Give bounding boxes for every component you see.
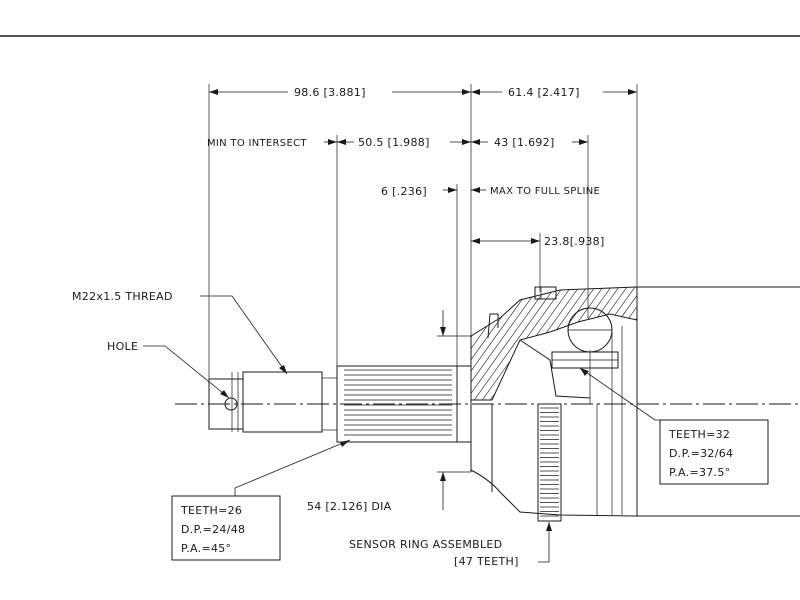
- section-hatch-line: [523, 287, 625, 400]
- cotter-hole-icon: [224, 397, 238, 411]
- inner-spline-pa: P.A.=37.5°: [669, 466, 730, 479]
- section-hatch-line: [471, 287, 529, 400]
- section-hatch-line: [676, 280, 776, 420]
- section-hatch-line: [471, 287, 505, 400]
- shaft-thread-end: [208, 371, 337, 433]
- section-hatch-line: [316, 280, 416, 420]
- abs-sensor-ring: [537, 403, 562, 522]
- section-hatch-line: [507, 287, 609, 400]
- section-hatch-line: [796, 280, 800, 420]
- spline-length-dimension: 43 [1.692]: [494, 136, 555, 149]
- section-hatch-line: [324, 280, 424, 420]
- section-hatch-line: [292, 280, 392, 420]
- outer-spline-teeth: TEETH=26: [180, 504, 242, 517]
- section-hatch-line: [471, 287, 513, 400]
- section-hatch-line: [555, 287, 637, 400]
- section-hatch-line: [356, 280, 456, 420]
- section-hatch-line: [708, 280, 800, 420]
- section-hatch-line: [471, 287, 489, 400]
- inner-spline-dp: D.P.=32/64: [669, 447, 733, 460]
- section-hatch-line: [780, 280, 800, 420]
- section-hatch-line: [471, 287, 553, 400]
- section-hatch-line: [348, 280, 448, 420]
- section-hatch-line: [611, 287, 637, 400]
- section-hatch-line: [471, 287, 481, 400]
- section-hatch-line: [308, 280, 408, 420]
- section-hatch-line: [471, 287, 561, 400]
- section-hatch-line: [668, 280, 768, 420]
- section-hatch-line: [340, 280, 440, 420]
- hole-callout: HOLE: [107, 340, 230, 399]
- section-hatch-line: [475, 287, 577, 400]
- section-hatch-line: [471, 287, 537, 400]
- section-hatch-line: [300, 280, 400, 420]
- section-hatch-line: [692, 280, 792, 420]
- outer-spline-dp: D.P.=24/48: [181, 523, 245, 536]
- inner-spline-teeth: TEETH=32: [668, 428, 730, 441]
- section-hatch-line: [772, 280, 800, 420]
- section-hatch-line: [619, 287, 637, 400]
- section-hatch-line: [471, 287, 521, 400]
- min-to-intersect-dimension: 50.5 [1.988]: [358, 136, 430, 149]
- section-hatch-line: [700, 280, 800, 420]
- section-hatch-line: [471, 287, 569, 400]
- section-hatch-line: [364, 280, 464, 420]
- section-hatch-line: [732, 280, 800, 420]
- sensor-ring-callout: SENSOR RING ASSEMBLED [47 TEETH]: [349, 522, 552, 568]
- thread-label: M22x1.5 THREAD: [72, 290, 173, 303]
- hole-label: HOLE: [107, 340, 138, 353]
- shoulder-dimension: 6 [.236]: [381, 185, 427, 198]
- sensor-ring-label: SENSOR RING ASSEMBLED: [349, 538, 502, 551]
- dimension-intersect: MIN TO INTERSECT 50.5 [1.988] 43 [1.692]: [207, 136, 588, 149]
- section-hatch-line: [603, 287, 637, 400]
- section-hatch-line: [260, 280, 360, 420]
- section-hatch-line: [587, 287, 637, 400]
- diameter-dimension: 54 [2.126] DIA: [307, 500, 392, 513]
- section-hatch-line: [579, 287, 637, 400]
- section-hatch-line: [716, 280, 800, 420]
- section-hatch-line: [483, 287, 585, 400]
- section-hatch-line: [284, 280, 384, 420]
- section-hatch-line: [595, 287, 637, 400]
- section-hatch-line: [684, 280, 784, 420]
- outer-spline-shaft: [336, 365, 458, 443]
- overall-right-dimension: 61.4 [2.417]: [508, 86, 580, 99]
- section-hatch-line: [764, 280, 800, 420]
- outer-spline-spec-box: TEETH=26 D.P.=24/48 P.A.=45°: [171, 439, 351, 561]
- outer-spline-pa: P.A.=45°: [181, 542, 231, 555]
- section-hatch-line: [268, 280, 368, 420]
- section-hatch-line: [724, 280, 800, 420]
- diameter-callout: 54 [2.126] DIA: [307, 310, 471, 513]
- housing-depth-dimension: 23.8[.938]: [544, 235, 605, 248]
- dimension-housing-depth: 23.8[.938]: [471, 235, 605, 248]
- overall-left-dimension: 98.6 [3.881]: [294, 86, 366, 99]
- max-to-full-spline-label: MAX TO FULL SPLINE: [490, 186, 600, 197]
- section-hatch-line: [740, 280, 800, 420]
- section-hatch-line: [788, 280, 800, 420]
- inner-spline-spec-box: TEETH=32 D.P.=32/64 P.A.=37.5°: [579, 367, 769, 485]
- section-hatch-line: [756, 280, 800, 420]
- dimension-overall: 98.6 [3.881] 61.4 [2.417]: [209, 86, 637, 99]
- section-hatch-line: [332, 280, 432, 420]
- section-hatch-line: [563, 287, 637, 400]
- dimension-shoulder: 6 [.236] MAX TO FULL SPLINE: [381, 185, 600, 198]
- section-hatch-line: [515, 287, 617, 400]
- min-to-intersect-label: MIN TO INTERSECT: [207, 138, 307, 149]
- section-hatch-line: [644, 280, 744, 420]
- section-hatch-line: [276, 280, 376, 420]
- sensor-ring-teeth: [47 TEETH]: [454, 555, 519, 568]
- section-hatch-line: [652, 280, 752, 420]
- section-hatch-line: [627, 287, 637, 400]
- section-hatch-line: [635, 287, 637, 400]
- thread-callout: M22x1.5 THREAD: [72, 290, 288, 375]
- section-hatch-line: [660, 280, 760, 420]
- section-hatch-line: [748, 280, 800, 420]
- section-hatch-line: [471, 287, 545, 400]
- section-hatch-line: [491, 287, 593, 400]
- section-hatch-line: [471, 287, 497, 400]
